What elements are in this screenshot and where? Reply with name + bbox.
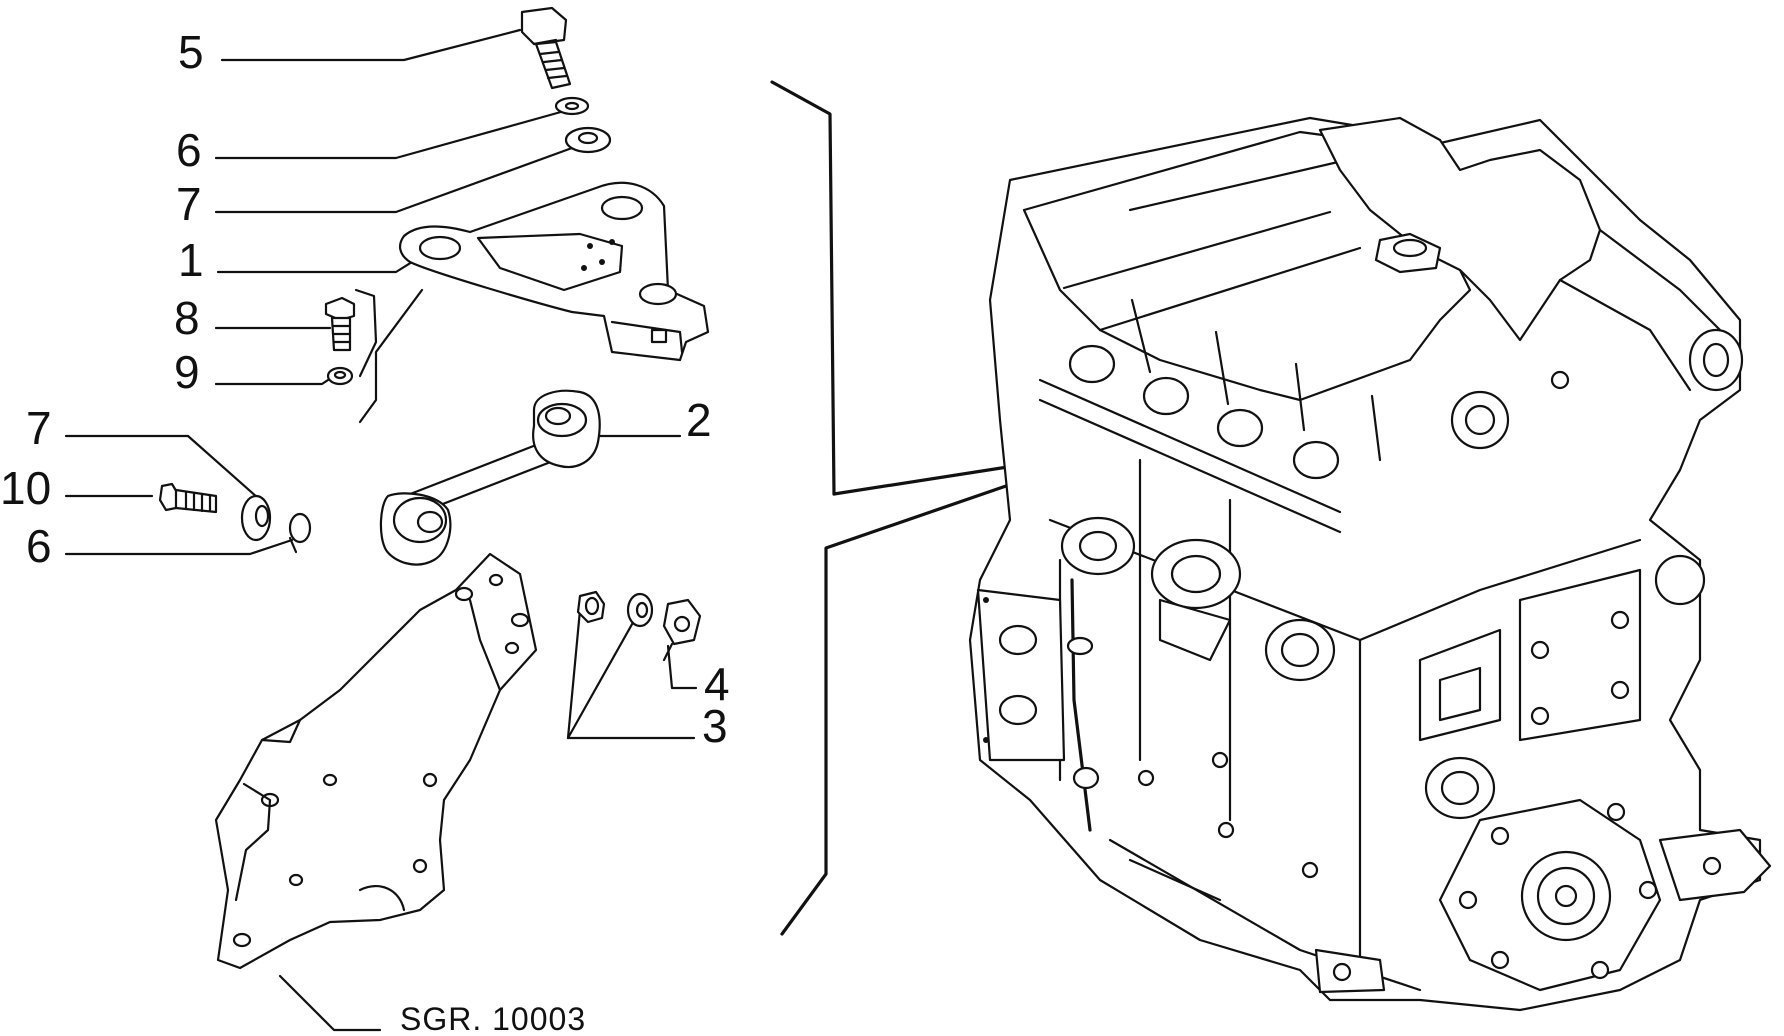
- spring-washer-6-top: [554, 96, 590, 116]
- clip-nut-4: [662, 598, 702, 662]
- spring-washer-6-left: [288, 512, 312, 554]
- assembly-bracket: [770, 80, 1016, 936]
- bracket-edge-lines: [354, 288, 424, 424]
- callout-7-left: 7: [26, 402, 52, 454]
- engine-block: [968, 116, 1772, 1012]
- callout-6-top: 6: [176, 124, 202, 176]
- flat-washer-7-top: [564, 126, 612, 154]
- bolt-5: [520, 6, 572, 90]
- bolt-10: [158, 482, 218, 514]
- washer-9: [326, 366, 354, 386]
- callout-2: 2: [686, 394, 712, 446]
- callout-3: 3: [702, 700, 728, 752]
- callout-7-top: 7: [176, 178, 202, 230]
- torque-rod-2: [379, 389, 601, 566]
- callout-1: 1: [178, 234, 204, 286]
- lower-mount-bracket: [214, 552, 538, 970]
- drawing-reference-caption: SGR. 10003: [400, 1001, 586, 1036]
- callout-10: 10: [0, 462, 51, 514]
- callout-5: 5: [178, 26, 204, 78]
- nuts-3: [576, 590, 654, 628]
- callout-8: 8: [174, 292, 200, 344]
- upper-mount-bracket-1: [398, 181, 710, 362]
- bolt-8: [324, 296, 356, 352]
- callout-6-left: 6: [26, 520, 52, 572]
- callout-4: 4: [704, 658, 730, 710]
- washer-7-left: [240, 494, 272, 542]
- callout-9: 9: [174, 346, 200, 398]
- leader-lines: [64, 28, 698, 1032]
